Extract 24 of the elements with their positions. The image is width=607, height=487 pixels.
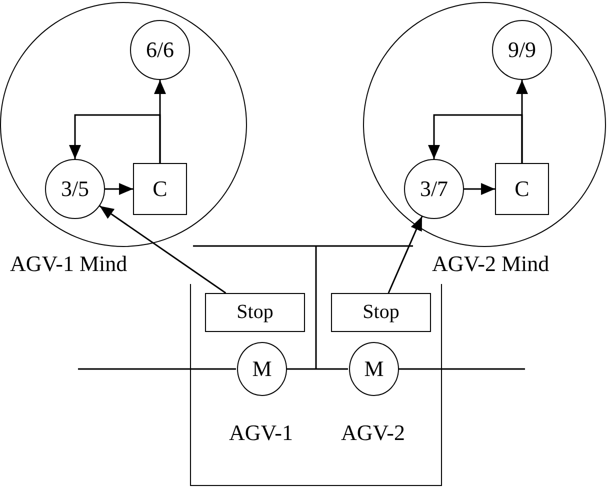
arrow <box>428 114 523 163</box>
vehicle-label: AGV-1 <box>229 422 293 444</box>
state-circle: 3/5 <box>45 159 105 219</box>
arrow <box>464 183 495 195</box>
controller-box: C <box>495 163 549 215</box>
connector-line <box>398 368 525 370</box>
motor-circle: M <box>237 342 287 396</box>
motor-circle: M <box>349 342 399 396</box>
arrow <box>388 216 423 294</box>
state-circle: 9/9 <box>492 20 552 80</box>
controller-box: C <box>133 163 187 215</box>
arrow <box>105 183 133 195</box>
arrow <box>69 114 161 163</box>
circle-title: AGV-2 Mind <box>432 253 550 275</box>
vehicle-frame <box>190 284 442 486</box>
arrow <box>99 205 226 294</box>
state-circle: 3/7 <box>404 159 464 219</box>
stop-box: Stop <box>331 293 431 332</box>
connector-line <box>286 368 348 370</box>
circle-title: AGV-1 Mind <box>10 253 128 275</box>
connector-line <box>78 368 236 370</box>
stop-box: Stop <box>205 293 305 332</box>
state-circle: 6/6 <box>130 20 190 80</box>
vehicle-label: AGV-2 <box>341 422 405 444</box>
